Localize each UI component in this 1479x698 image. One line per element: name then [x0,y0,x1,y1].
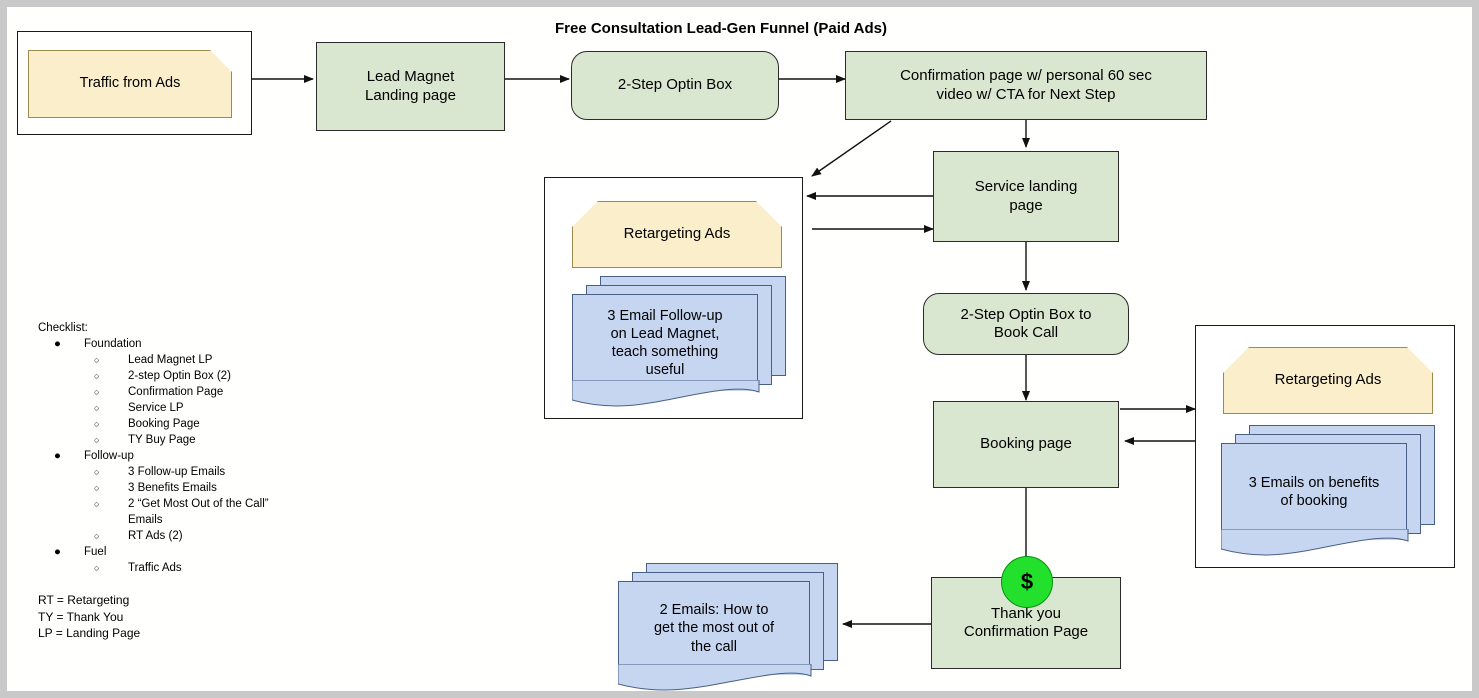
checklist-item-label: Booking Page [128,418,200,430]
page-title: Free Consultation Lead-Gen Funnel (Paid … [555,20,887,37]
right-booking-email-stack[interactable]: 3 Emails on benefits of booking [1221,425,1441,559]
checklist-item: ○ RT Ads (2) [94,528,318,544]
checklist-item-label: Service LP [128,402,184,414]
call-prep-email-stack[interactable]: 2 Emails: How to get the most out of the… [618,563,850,691]
bullet-filled-icon: ● [54,450,61,462]
legend-line: LP = Landing Page [38,626,141,640]
legend-line: TY = Thank You [38,609,124,624]
service-landing-page-node[interactable]: Service landing page [933,151,1119,242]
checklist-section: ● Follow-up [54,448,318,464]
checklist-item: ○ Confirmation Page [94,384,318,400]
bullet-hollow-icon: ○ [94,419,100,429]
bullet-hollow-icon: ○ [94,467,100,477]
optin-book-call-node[interactable]: 2-Step Optin Box to Book Call [923,293,1129,355]
bullet-hollow-icon: ○ [94,355,100,365]
checklist-section: ● Fuel [54,544,318,560]
email-sheet-front: 3 Emails on benefits of booking [1221,443,1407,540]
checklist-item: ○ Lead Magnet LP [94,352,318,368]
checklist-item: ○ 2 “Get Most Out of the Call” Emails [94,496,318,528]
checklist-body: ● Foundation ○ Lead Magnet LP ○ 2-step Optin … [38,336,318,576]
checklist-item-label: RT Ads (2) [128,530,183,542]
checklist-item: ○ 2-step Optin Box (2) [94,368,318,384]
checklist-item: ○ 3 Benefits Emails [94,480,318,496]
money-badge-icon: $ [1001,556,1053,608]
right-retargeting-ads-node[interactable]: Retargeting Ads [1223,347,1433,414]
left-retargeting-ads-node[interactable]: Retargeting Ads [572,201,782,268]
checklist-section-label: Fuel [84,546,107,558]
bullet-hollow-icon: ○ [94,387,100,397]
checklist-heading: Checklist: [38,322,88,334]
checklist-section: ● Foundation [54,336,318,352]
left-followup-email-stack[interactable]: 3 Email Follow-up on Lead Magnet, teach … [572,276,792,410]
checklist-item-label: 3 Follow-up Emails [128,466,226,478]
bullet-hollow-icon: ○ [94,499,100,509]
checklist-section-label: Foundation [84,338,142,350]
confirmation-page-node[interactable]: Confirmation page w/ personal 60 sec vid… [845,51,1207,120]
checklist-item-label: 3 Benefits Emails [128,482,217,494]
two-step-optin-box-node[interactable]: 2-Step Optin Box [571,51,779,120]
checklist-item: ○ Service LP [94,400,318,416]
checklist-item: ○ Traffic Ads [94,560,318,576]
abbreviation-legend: RT = Retargeting TY = Thank You LP = Lan… [38,592,140,642]
bullet-hollow-icon: ○ [94,483,100,493]
checklist-item-label: 2 “Get Most Out of the Call” Emails [128,498,269,526]
traffic-from-ads-node[interactable]: Traffic from Ads [28,50,232,118]
bullet-hollow-icon: ○ [94,531,100,541]
checklist-item-label: Lead Magnet LP [128,354,213,366]
email-sheet-front: 3 Email Follow-up on Lead Magnet, teach … [572,294,758,391]
bullet-filled-icon: ● [54,338,61,350]
legend-line: RT = Retargeting [38,593,130,607]
checklist-item-label: Traffic Ads [128,562,182,574]
bullet-hollow-icon: ○ [94,435,100,445]
bullet-filled-icon: ● [54,546,61,558]
checklist-item-label: TY Buy Page [128,434,196,446]
checklist-section-label: Follow-up [84,450,134,462]
bullet-hollow-icon: ○ [94,371,100,381]
checklist-item-label: Confirmation Page [128,386,224,398]
booking-page-node[interactable]: Booking page [933,401,1119,488]
checklist-item-label: 2-step Optin Box (2) [128,370,231,382]
traffic-source-group [17,31,252,135]
lead-magnet-landing-page-node[interactable]: Lead Magnet Landing page [316,42,505,131]
bullet-hollow-icon: ○ [94,403,100,413]
checklist-item: ○ TY Buy Page [94,432,318,448]
diagram-surface: Free Consultation Lead-Gen Funnel (Paid … [7,7,1472,691]
email-sheet-front: 2 Emails: How to get the most out of the… [618,581,810,675]
checklist: Checklist: ● Foundation ○ Lead Magnet LP ○ 2-… [38,320,318,576]
bullet-hollow-icon: ○ [94,563,100,573]
checklist-item: ○ 3 Follow-up Emails [94,464,318,480]
checklist-item: ○ Booking Page [94,416,318,432]
